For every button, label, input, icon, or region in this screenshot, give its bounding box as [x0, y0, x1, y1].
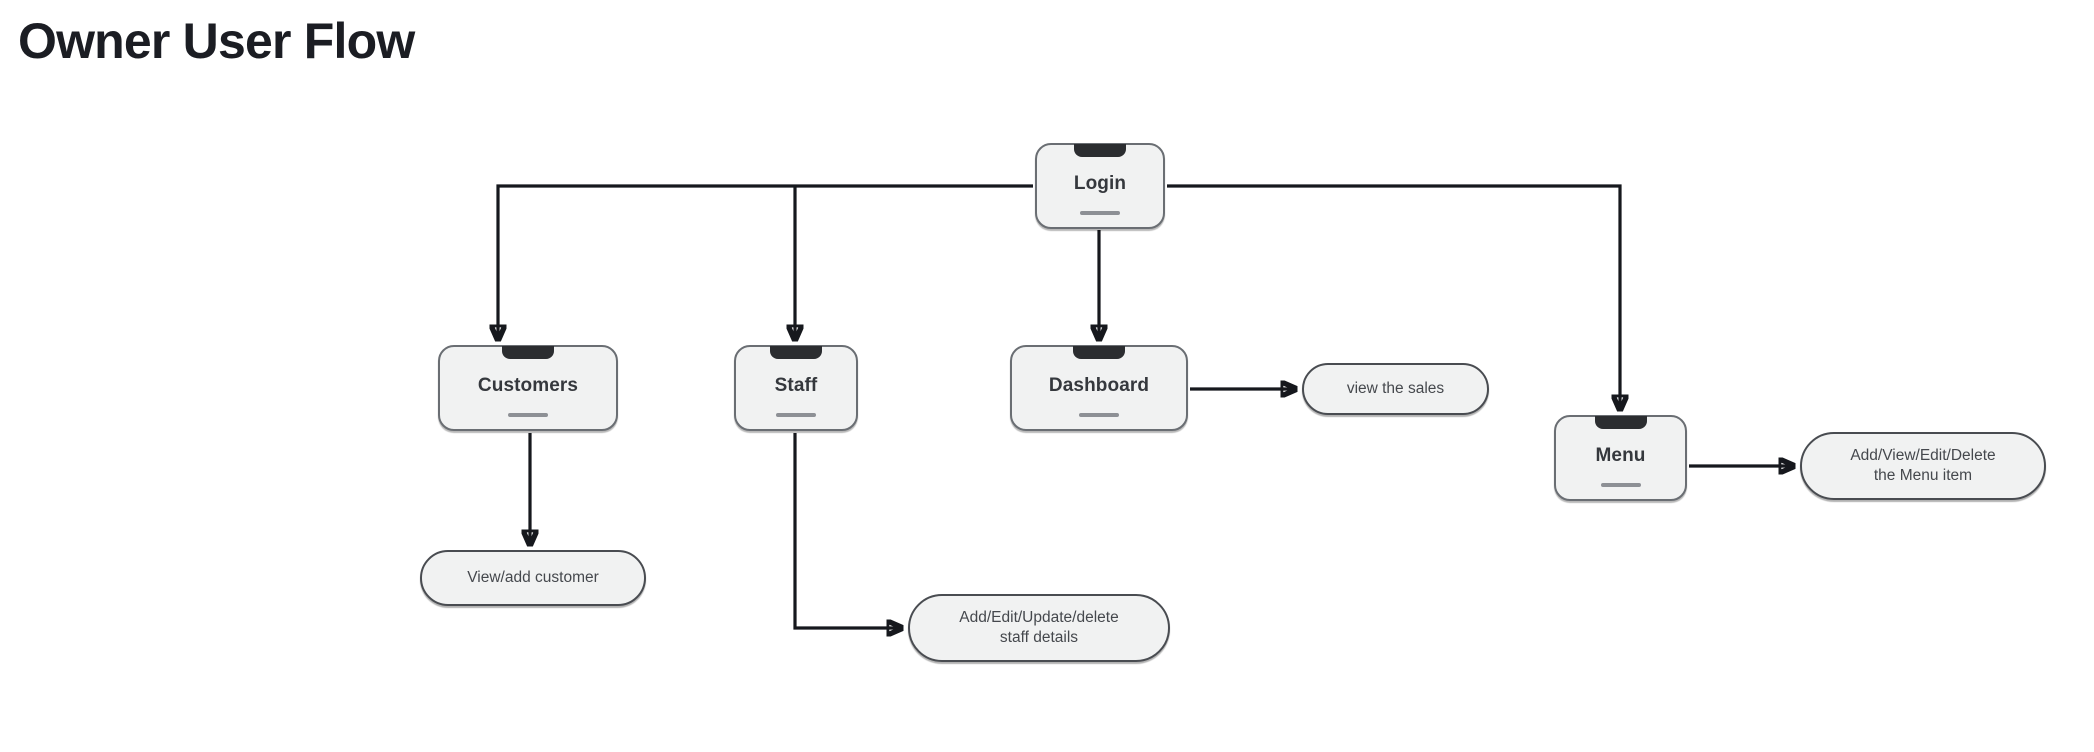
phone-notch-icon	[1073, 346, 1125, 359]
node-customers[interactable]: Customers	[438, 345, 618, 431]
phone-home-indicator-icon	[1600, 483, 1641, 487]
phone-notch-icon	[1074, 144, 1126, 157]
node-menu-label: Menu	[1595, 445, 1646, 467]
node-view-the-sales[interactable]: view the sales	[1302, 363, 1489, 415]
node-view-the-sales-label: view the sales	[1346, 379, 1445, 397]
phone-home-indicator-icon	[508, 413, 548, 417]
phone-notch-icon	[502, 346, 554, 359]
node-staff-label: Staff	[774, 375, 818, 397]
node-staff[interactable]: Staff	[734, 345, 858, 431]
phone-notch-icon	[770, 346, 822, 359]
phone-home-indicator-icon	[1079, 413, 1119, 417]
phone-home-indicator-icon	[1080, 211, 1120, 215]
node-dashboard[interactable]: Dashboard	[1010, 345, 1188, 431]
node-staff-actions-label: Add/Edit/Update/delete staff details	[959, 608, 1119, 646]
node-view-add-customer-label: View/add customer	[467, 568, 599, 586]
phone-home-indicator-icon	[776, 413, 816, 417]
node-staff-actions[interactable]: Add/Edit/Update/delete staff details	[908, 594, 1170, 662]
edge-login-to-customers	[498, 184, 1033, 340]
edge-staff-to-staff-actions	[793, 433, 902, 628]
node-menu-actions[interactable]: Add/View/Edit/Delete the Menu item	[1800, 432, 2046, 500]
page-title: Owner User Flow	[18, 13, 415, 69]
node-menu-actions-label: Add/View/Edit/Delete the Menu item	[1850, 446, 1996, 484]
node-login-label: Login	[1073, 173, 1127, 195]
node-customers-label: Customers	[477, 375, 579, 397]
node-menu[interactable]: Menu	[1554, 415, 1687, 501]
node-view-add-customer[interactable]: View/add customer	[420, 550, 646, 606]
node-dashboard-label: Dashboard	[1048, 375, 1150, 397]
node-login[interactable]: Login	[1035, 143, 1165, 229]
phone-notch-icon	[1594, 416, 1647, 429]
